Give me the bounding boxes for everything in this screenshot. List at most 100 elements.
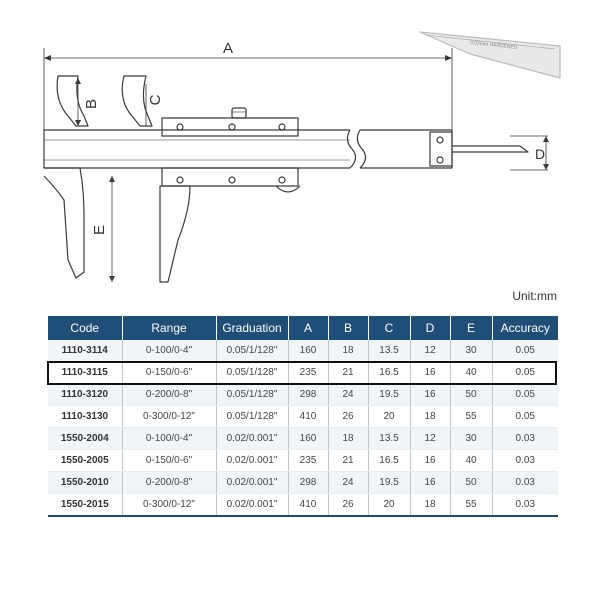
cell-a: 160: [288, 427, 329, 450]
cell-range: 0-150/0-6": [122, 449, 217, 472]
dim-label-c: C: [147, 94, 164, 105]
cell-range: 0-300/0-12": [122, 493, 217, 517]
cell-accuracy: 0.05: [492, 340, 558, 362]
spec-table: Code Range Graduation A B C D E Accuracy…: [48, 316, 558, 517]
cell-a: 410: [288, 493, 329, 517]
cell-a: 298: [288, 471, 329, 494]
dim-label-a: A: [223, 40, 233, 57]
cell-range: 0-150/0-6": [122, 361, 217, 384]
cell-c: 19.5: [368, 383, 411, 406]
cell-b: 21: [328, 449, 369, 472]
caliper-beam: [43, 129, 453, 169]
cell-a: 298: [288, 383, 329, 406]
cell-c: 19.5: [368, 471, 411, 494]
cell-b: 24: [328, 471, 369, 494]
cell-b: 18: [328, 427, 369, 450]
header-accuracy: Accuracy: [492, 316, 558, 340]
cell-e: 50: [450, 383, 493, 406]
caliper-diagram: 0,02mm HARDENED A B C: [43, 31, 561, 283]
ruler-text: 0,02mm HARDENED: [470, 40, 518, 51]
header-graduation: Graduation: [216, 316, 289, 340]
cell-a: 410: [288, 405, 329, 428]
cell-b: 26: [328, 405, 369, 428]
cell-c: 16.5: [368, 361, 411, 384]
dim-label-e: E: [91, 225, 108, 235]
cell-code: 1110-3120: [48, 383, 123, 406]
cell-graduation: 0.02/0.001": [216, 493, 289, 517]
cell-graduation: 0.05/1/128": [216, 405, 289, 428]
cell-accuracy: 0.05: [492, 361, 558, 384]
cell-e: 55: [450, 493, 493, 517]
cell-e: 55: [450, 405, 493, 428]
cell-d: 16: [410, 383, 451, 406]
dim-label-b: B: [83, 99, 100, 109]
cell-accuracy: 0.05: [492, 405, 558, 428]
cell-graduation: 0.05/1/128": [216, 383, 289, 406]
cell-code: 1110-3114: [48, 340, 123, 362]
header-b: B: [328, 316, 369, 340]
slider-body: [161, 107, 301, 193]
ruler-corner: 0,02mm HARDENED: [419, 31, 561, 79]
header-code: Code: [48, 316, 123, 340]
cell-b: 21: [328, 361, 369, 384]
cell-a: 160: [288, 340, 329, 362]
cell-range: 0-300/0-12": [122, 405, 217, 428]
header-d: D: [410, 316, 451, 340]
cell-c: 13.5: [368, 340, 411, 362]
dimension-a: [43, 48, 453, 132]
header-a: A: [288, 316, 329, 340]
cell-d: 18: [410, 405, 451, 428]
cell-d: 16: [410, 449, 451, 472]
cell-accuracy: 0.03: [492, 449, 558, 472]
cell-e: 30: [450, 340, 493, 362]
cell-code: 1550-2015: [48, 493, 123, 517]
cell-a: 235: [288, 449, 329, 472]
cell-e: 50: [450, 471, 493, 494]
cell-code: 1550-2005: [48, 449, 123, 472]
cell-d: 12: [410, 427, 451, 450]
cell-range: 0-100/0-4": [122, 340, 217, 362]
cell-range: 0-200/0-8": [122, 471, 217, 494]
cell-c: 16.5: [368, 449, 411, 472]
cell-code: 1550-2004: [48, 427, 123, 450]
cell-b: 24: [328, 383, 369, 406]
dim-label-d: D: [535, 146, 545, 162]
cell-graduation: 0.02/0.001": [216, 471, 289, 494]
cell-code: 1110-3115: [48, 361, 123, 384]
cell-a: 235: [288, 361, 329, 384]
table-header-row: Code Range Graduation A B C D E Accuracy: [48, 316, 558, 340]
cell-d: 18: [410, 493, 451, 517]
cell-accuracy: 0.03: [492, 471, 558, 494]
cell-range: 0-100/0-4": [122, 427, 217, 450]
lower-jaws: [43, 167, 191, 283]
cell-b: 18: [328, 340, 369, 362]
cell-d: 16: [410, 361, 451, 384]
cell-d: 16: [410, 471, 451, 494]
cell-accuracy: 0.03: [492, 493, 558, 517]
cell-range: 0-200/0-8": [122, 383, 217, 406]
cell-e: 40: [450, 361, 493, 384]
beam-end: [429, 131, 529, 167]
cell-graduation: 0.02/0.001": [216, 427, 289, 450]
header-e: E: [450, 316, 493, 340]
cell-accuracy: 0.05: [492, 383, 558, 406]
cell-graduation: 0.02/0.001": [216, 449, 289, 472]
cell-c: 13.5: [368, 427, 411, 450]
header-range: Range: [122, 316, 217, 340]
cell-d: 12: [410, 340, 451, 362]
cell-e: 30: [450, 427, 493, 450]
cell-graduation: 0.05/1/128": [216, 340, 289, 362]
cell-b: 26: [328, 493, 369, 517]
cell-e: 40: [450, 449, 493, 472]
cell-c: 20: [368, 493, 411, 517]
cell-accuracy: 0.03: [492, 427, 558, 450]
cell-c: 20: [368, 405, 411, 428]
